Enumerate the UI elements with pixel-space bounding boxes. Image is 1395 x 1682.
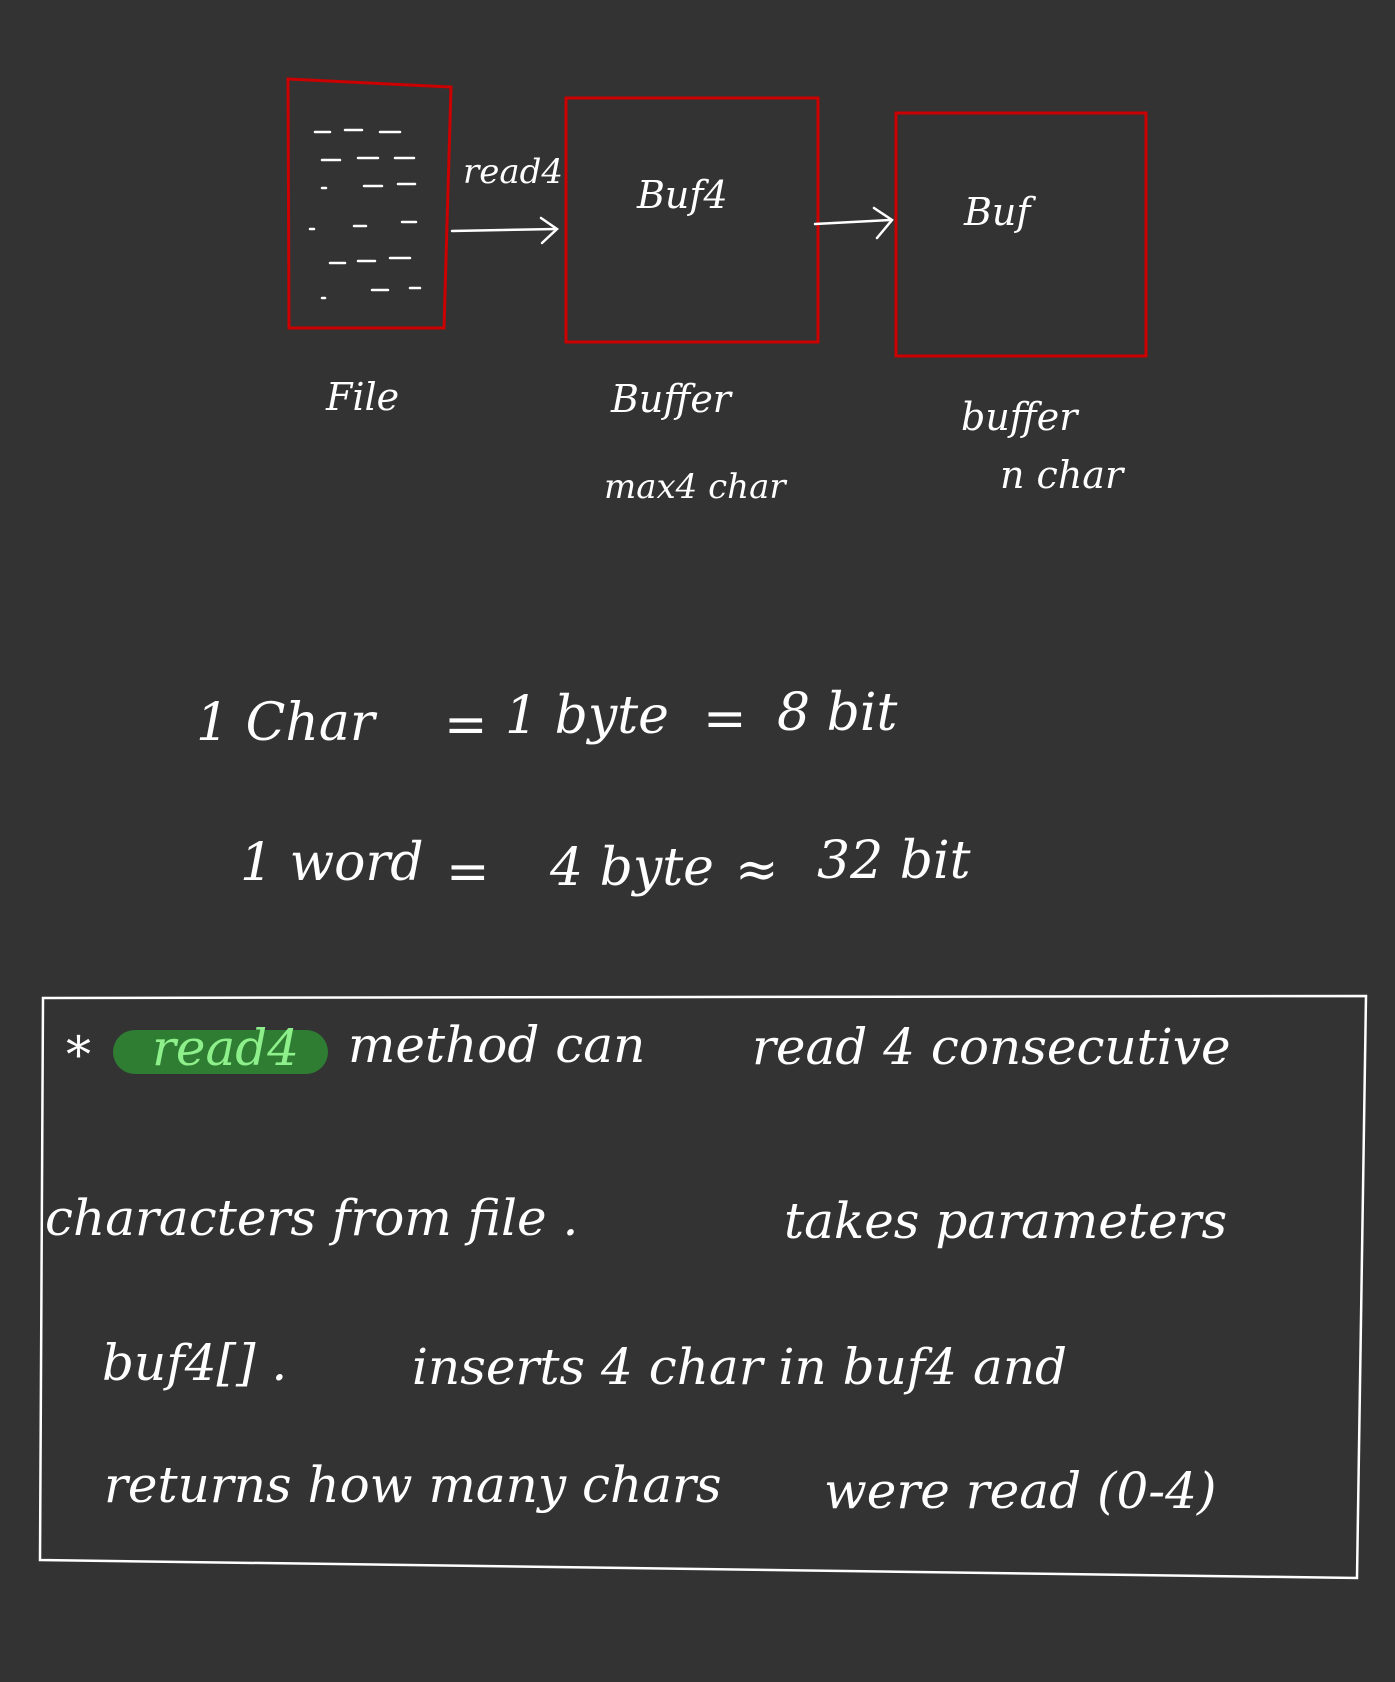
note-box [38,994,1368,1580]
note-line1-b: read 4 consecutive [752,1018,1231,1076]
eq1-bit: 8 bit [777,683,898,743]
note-line4-a: returns how many chars [104,1456,722,1514]
note-line3-b: inserts 4 char in buf4 and [412,1338,1067,1396]
buf-box-label: Buf [963,190,1036,234]
note-line4-b: were read (0-4) [824,1462,1217,1520]
note-highlight-text: read4 [152,1019,299,1077]
note-highlight-pill [113,1030,328,1074]
buf4-box [564,96,820,344]
arrow-buf4-to-buf [813,206,894,240]
buffer2-caption: n char [1000,453,1126,497]
eq2-equals: = [446,842,490,902]
file-content-scribbles [308,128,422,300]
note-line1-a: method can [348,1016,645,1074]
file-label: File [325,375,399,419]
buffer-caption: max4 char [604,467,787,507]
read4-label: read4 [463,152,563,192]
equation-word-byte-bit: 1 word = 4 byte ≈ 32 bit [240,831,971,902]
note-line2-b: takes parameters [784,1192,1227,1250]
buffer-label: Buffer [610,377,734,421]
note-line2-a: characters from file . [45,1189,578,1247]
buf4-box-label: Buf4 [636,173,728,217]
eq1-equals-a: = [444,695,488,755]
note-line3-a: buf4[] . [102,1334,287,1392]
note-star: * [66,1026,91,1084]
eq1-byte: 1 byte [505,686,669,746]
eq2-word: 1 word [240,833,424,893]
file-box [286,77,453,330]
equation-char-byte-bit: 1 Char = 1 byte = 8 bit [196,683,898,755]
eq2-approx: ≈ [735,840,779,900]
buf-box [894,111,1148,358]
eq1-equals-b: = [703,689,747,749]
eq2-bits: 32 bit [817,831,971,891]
eq2-bytes: 4 byte [549,838,714,898]
arrow-file-to-buf4 [450,216,559,245]
buffer2-label: buffer [961,395,1080,439]
note-text: * read4 method can read 4 consecutive ch… [45,1016,1231,1520]
eq1-char: 1 Char [196,693,378,753]
